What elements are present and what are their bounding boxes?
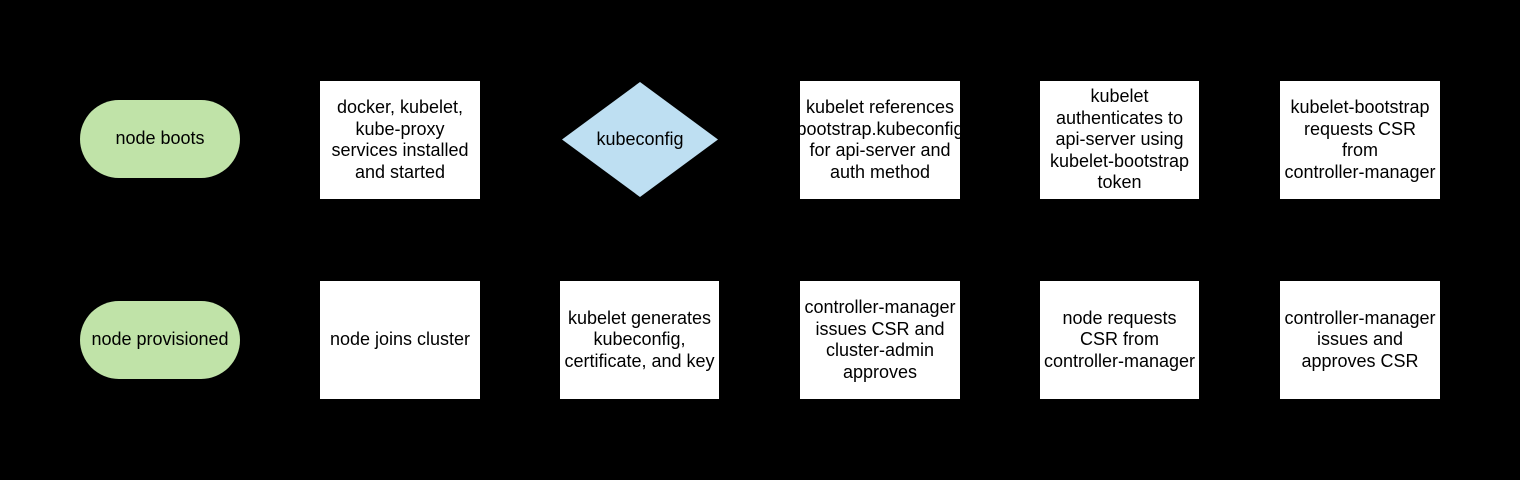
node-provisioned-label: node provisioned: [91, 329, 229, 350]
cm-issues-admin-approves-process: controller-manager issues CSR and cluste…: [800, 281, 960, 399]
references-bootstrap-kubeconfig-process: kubelet references bootstrap.kubeconfig …: [796, 81, 964, 199]
cm-issues-admin-approves-label: controller-manager issues CSR and cluste…: [804, 297, 956, 382]
node-requests-csr-label: node requests CSR from controller-manage…: [1043, 307, 1196, 371]
bootstrap-requests-csr-label: kubelet-bootstrap requests CSR from cont…: [1284, 97, 1436, 182]
node-provisioned-terminator: node provisioned: [80, 301, 240, 379]
node-requests-csr-process: node requests CSR from controller-manage…: [1040, 281, 1199, 399]
kubeconfig-decision-diamond: kubeconfig: [562, 82, 718, 197]
services-installed-process: docker, kubelet, kube-proxy services ins…: [320, 81, 480, 199]
cm-issues-and-approves-process: controller-manager issues and approves C…: [1280, 281, 1440, 399]
cm-issues-and-approves-label: controller-manager issues and approves C…: [1284, 307, 1436, 371]
node-boots-terminator: node boots: [80, 100, 240, 178]
bootstrap-requests-csr-process: kubelet-bootstrap requests CSR from cont…: [1280, 81, 1440, 199]
node-joins-cluster-process: node joins cluster: [320, 281, 480, 399]
services-installed-label: docker, kubelet, kube-proxy services ins…: [331, 97, 469, 182]
kubeconfig-decision-label: kubeconfig: [596, 128, 684, 149]
node-boots-label: node boots: [115, 128, 205, 149]
kubelet-generates-label: kubelet generates kubeconfig, certificat…: [564, 307, 715, 371]
authenticates-with-token-process: kubelet authenticates to api-server usin…: [1040, 81, 1199, 199]
node-joins-cluster-label: node joins cluster: [329, 329, 471, 350]
authenticates-with-token-label: kubelet authenticates to api-server usin…: [1049, 86, 1190, 193]
kubelet-generates-process: kubelet generates kubeconfig, certificat…: [560, 281, 719, 399]
references-bootstrap-kubeconfig-label: kubelet references bootstrap.kubeconfig …: [796, 97, 964, 182]
